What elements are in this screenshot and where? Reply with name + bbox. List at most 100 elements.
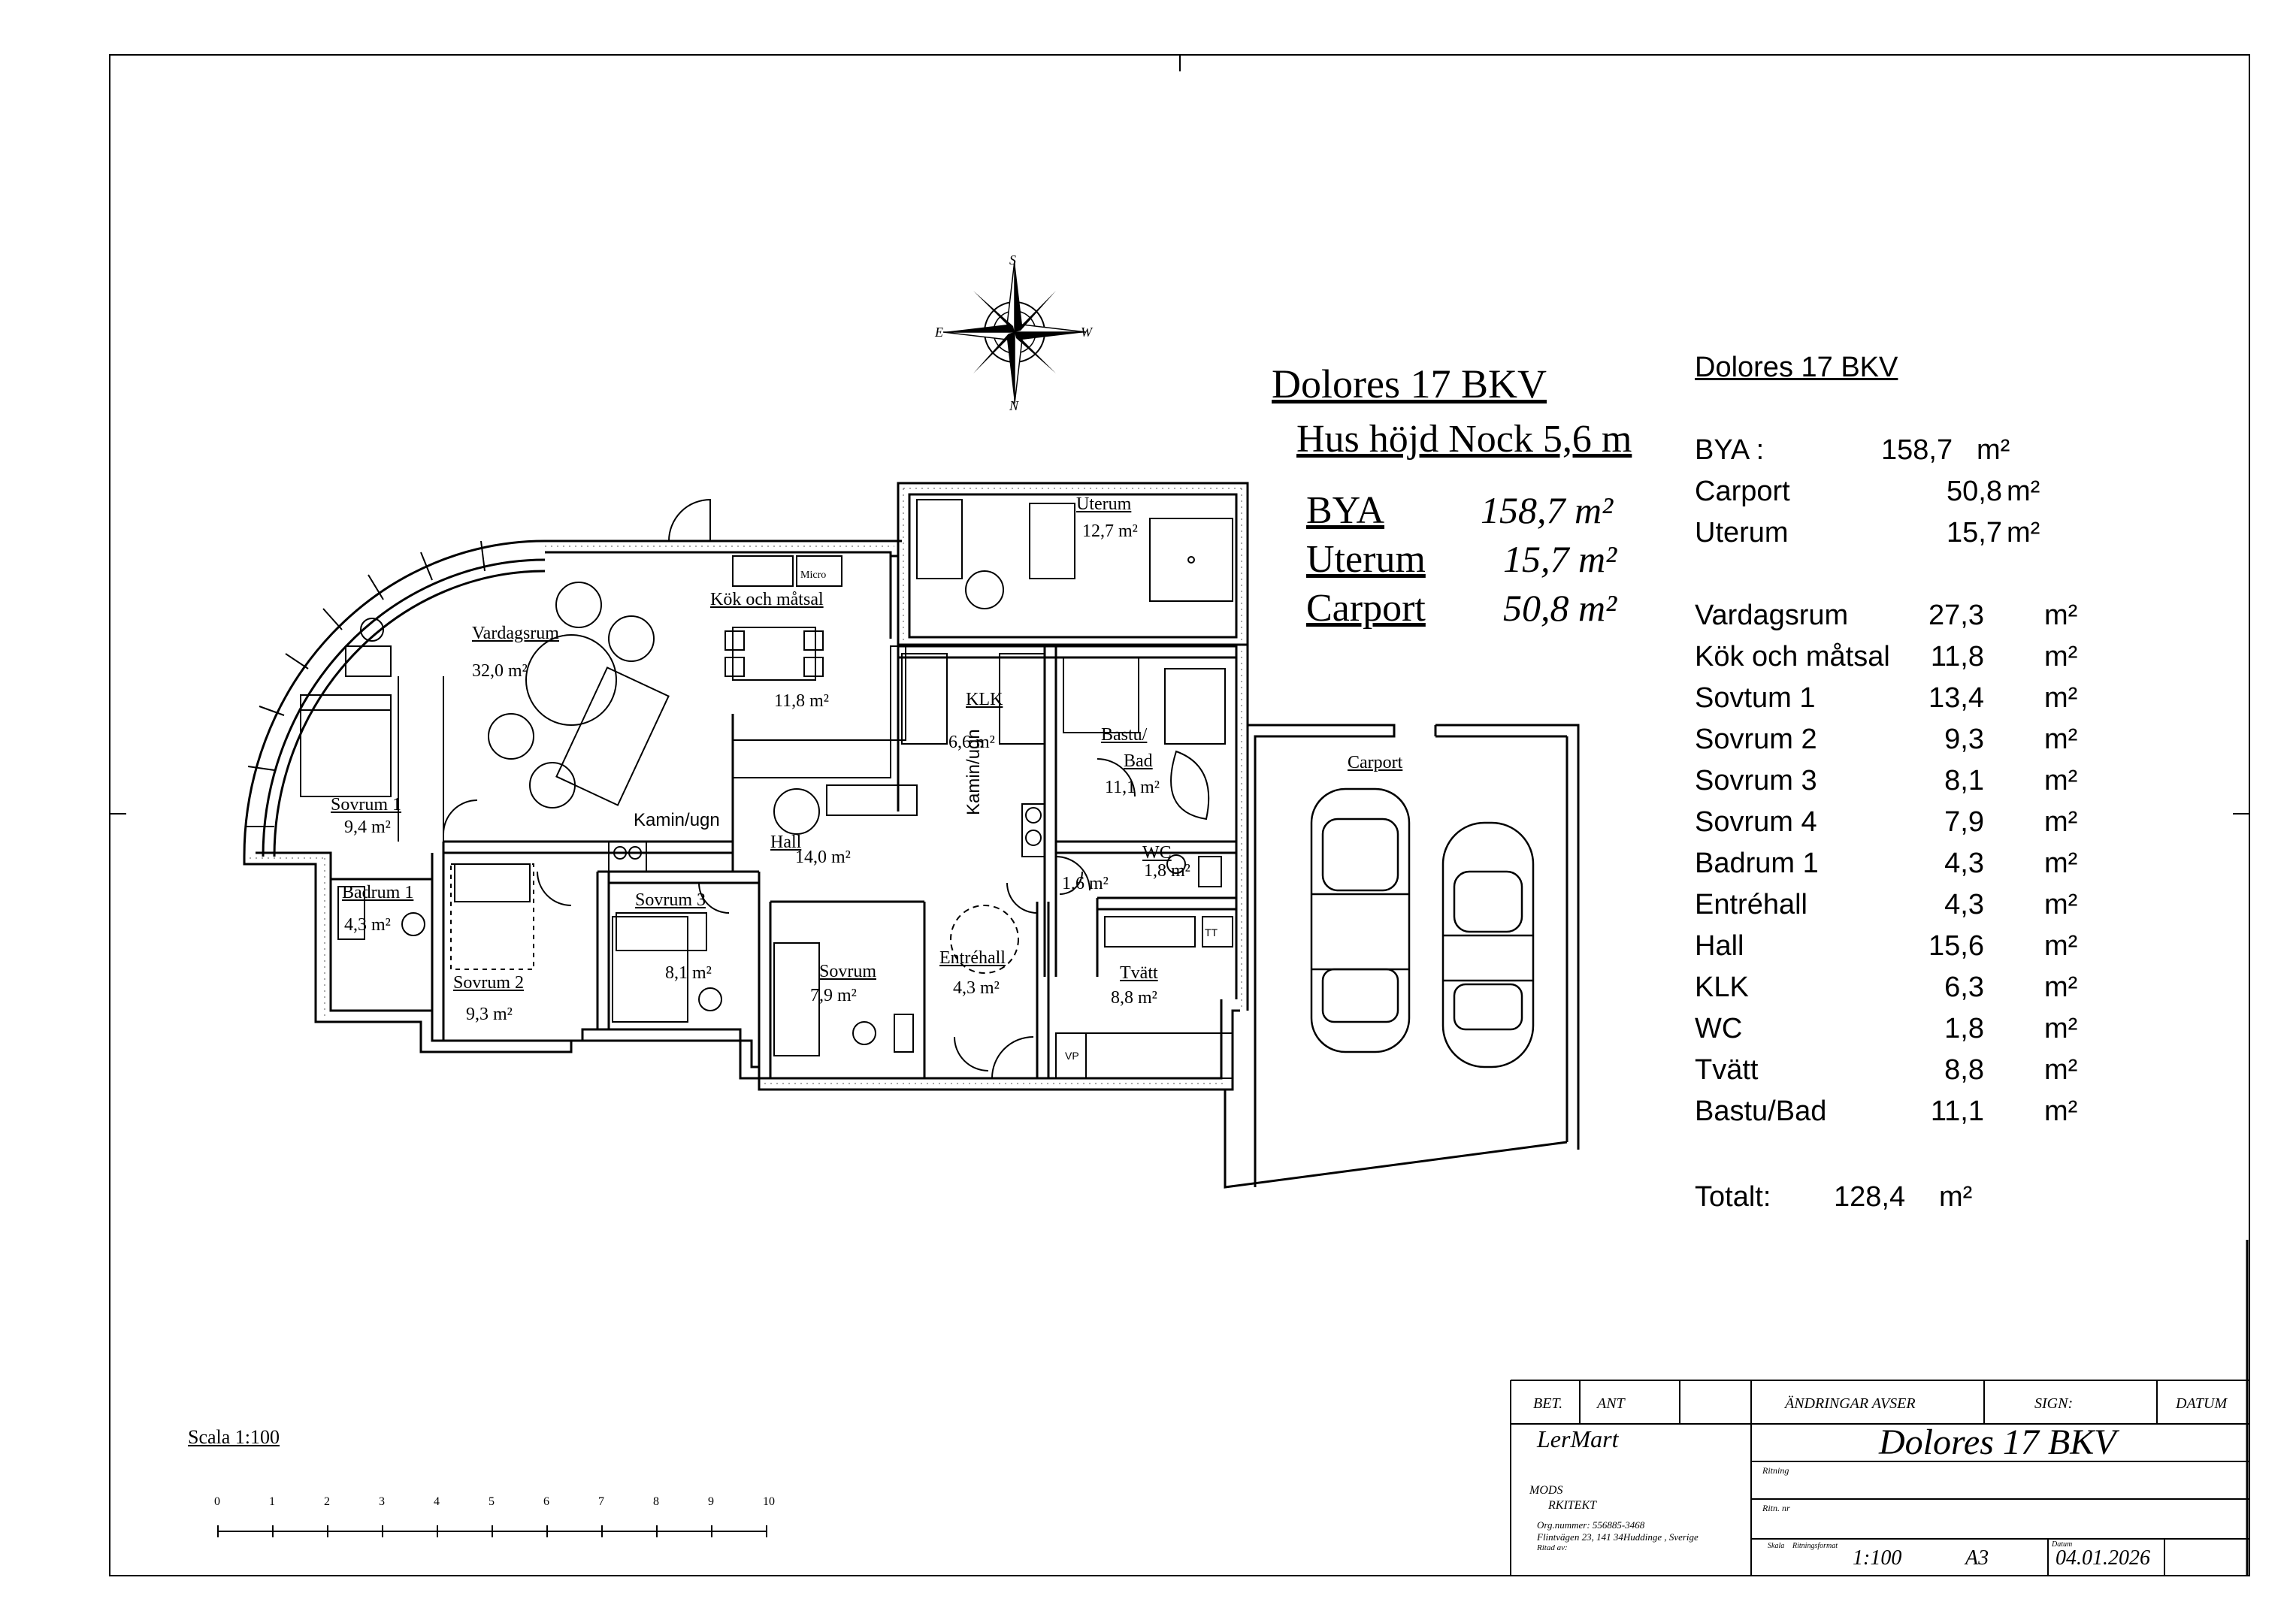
room-row-value: 8,8 [1944, 1054, 1984, 1086]
label-bad: Bad [1124, 751, 1153, 771]
area-vardagsrum: 32,0 m² [472, 661, 528, 681]
scale-tick-label: 8 [653, 1495, 659, 1508]
label-sovrum4: Sovrum [819, 962, 877, 981]
area-bastu: 11,1 m² [1105, 778, 1160, 797]
firm-logo-line1: MODS [1529, 1484, 1563, 1497]
wall-hatch [250, 488, 1242, 1084]
scale-tick-label: 9 [708, 1495, 714, 1508]
room-row-value: 8,1 [1944, 765, 1984, 796]
scale-tick-label: 3 [379, 1495, 385, 1508]
room-row-unit: m² [2044, 682, 2078, 714]
firm-ritad: Ritad av: [1537, 1543, 1568, 1552]
furniture [300, 499, 1233, 1079]
uterum-label: Uterum [1306, 538, 1426, 581]
house-height: Hus höjd Nock 5,6 m [1296, 418, 1632, 461]
summary-unit: m² [2007, 517, 2040, 549]
area-wc: 1,8 m² [1144, 861, 1190, 881]
room-row-label: Hall [1695, 930, 1744, 962]
tb-scale: 1:100 [1853, 1546, 1902, 1570]
tb-skala-label: Skala [1768, 1542, 1785, 1550]
summary-row: BYA : [1695, 434, 1765, 466]
scale-bar-graphic [217, 1525, 767, 1537]
room-row-value: 13,4 [1928, 682, 1984, 714]
area-entrehall: 4,3 m² [953, 978, 1000, 998]
room-row-unit: m² [2044, 972, 2078, 1003]
scale-tick-label: 4 [434, 1495, 440, 1508]
room-row-label: KLK [1695, 972, 1749, 1003]
label-kok: Kök och måtsal [710, 590, 824, 609]
label-kamin-vertical: Kamin/ugn [963, 729, 984, 815]
bya-label: BYA [1306, 489, 1385, 532]
area-kok: 11,8 m² [774, 691, 829, 711]
label-uterum: Uterum [1076, 494, 1132, 514]
area-hall: 14,0 m² [795, 848, 851, 867]
summary-unit: m² [2007, 476, 2040, 507]
carport-outline [1224, 724, 1580, 1189]
tb-bet: BET. [1533, 1395, 1563, 1412]
summary-row: Uterum [1695, 517, 1789, 549]
area-sovrum4: 7,9 m² [810, 986, 857, 1005]
tb-datum-label: Datum [2052, 1540, 2073, 1549]
label-micro: Micro [800, 570, 827, 581]
scale-tick-label: 7 [598, 1495, 604, 1508]
firm-address: Flintvägen 23, 141 34Huddinge , Sverige [1537, 1531, 1699, 1543]
carport-value: 50,8 m² [1503, 587, 1617, 629]
tb-ritning-label: Ritning [1762, 1465, 1789, 1476]
scale-tick-label: 10 [763, 1495, 775, 1508]
area-uterum: 12,7 m² [1082, 521, 1138, 541]
summary-unit: m² [1977, 434, 2010, 466]
label-tt: TT [1205, 926, 1218, 938]
scale-label: Scala 1:100 [188, 1426, 280, 1448]
area-sovrum1: 9,4 m² [344, 818, 391, 837]
area-hall-small: 1,6 m² [1062, 874, 1109, 893]
summary-row: Carport [1695, 476, 1790, 507]
area-table-title: Dolores 17 BKV [1695, 352, 1898, 383]
tb-drawing-title: Dolores 17 BKV [1879, 1422, 2116, 1462]
tb-ant: ANT [1597, 1395, 1625, 1412]
house-walls [243, 482, 1249, 1091]
bya-value: 158,7 m² [1481, 489, 1614, 531]
compass-west-label: E [935, 325, 943, 340]
scale-tick-label: 6 [543, 1495, 549, 1508]
summary-value: 158,7 [1881, 434, 1953, 466]
label-kamin: Kamin/ugn [634, 810, 720, 830]
room-row-unit: m² [2044, 600, 2078, 631]
room-row-unit: m² [2044, 1054, 2078, 1086]
uterum-value: 15,7 m² [1503, 538, 1617, 580]
scale-tick-label: 0 [214, 1495, 220, 1508]
room-row-value: 11,1 [1930, 1096, 1984, 1127]
room-row-value: 4,3 [1944, 889, 1984, 920]
room-row-value: 11,8 [1930, 641, 1984, 672]
room-row-label: Tvätt [1695, 1054, 1759, 1086]
tb-andringar: ÄNDRINGAR AVSER [1785, 1395, 1916, 1412]
area-sovrum3: 8,1 m² [665, 963, 712, 983]
room-row-unit: m² [2044, 765, 2078, 796]
area-badrum1: 4,3 m² [344, 915, 391, 935]
tb-ritn-nr-label: Ritn. nr [1762, 1503, 1790, 1513]
compass-north-label: S [1009, 252, 1016, 267]
room-row-unit: m² [2044, 848, 2078, 879]
tb-sign: SIGN: [2034, 1395, 2074, 1412]
tb-datum: DATUM [2176, 1395, 2228, 1412]
tb-date: 04.01.2026 [2056, 1546, 2150, 1570]
compass-south-label: N [1009, 398, 1019, 413]
room-row-value: 15,6 [1928, 930, 1984, 962]
room-row-label: Vardagsrum [1695, 600, 1849, 631]
label-hall: Hall [770, 833, 802, 852]
scale-tick-label: 5 [489, 1495, 495, 1508]
car-left [1310, 787, 1411, 1053]
area-sovrum2: 9,3 m² [466, 1005, 513, 1024]
room-row-unit: m² [2044, 1013, 2078, 1044]
room-row-unit: m² [2044, 724, 2078, 755]
label-carport: Carport [1348, 753, 1403, 772]
label-sovrum1: Sovrum 1 [331, 795, 402, 815]
total-unit: m² [1939, 1181, 1973, 1213]
room-row-value: 7,9 [1944, 806, 1984, 838]
label-entrehall: Entréhall [939, 948, 1006, 968]
label-klk: KLK [966, 690, 1003, 709]
tb-format-label: Ritningsformat [1792, 1542, 1838, 1550]
room-row-unit: m² [2044, 889, 2078, 920]
scale-tick-label: 1 [269, 1495, 275, 1508]
summary-value: 15,7 [1947, 517, 2002, 549]
